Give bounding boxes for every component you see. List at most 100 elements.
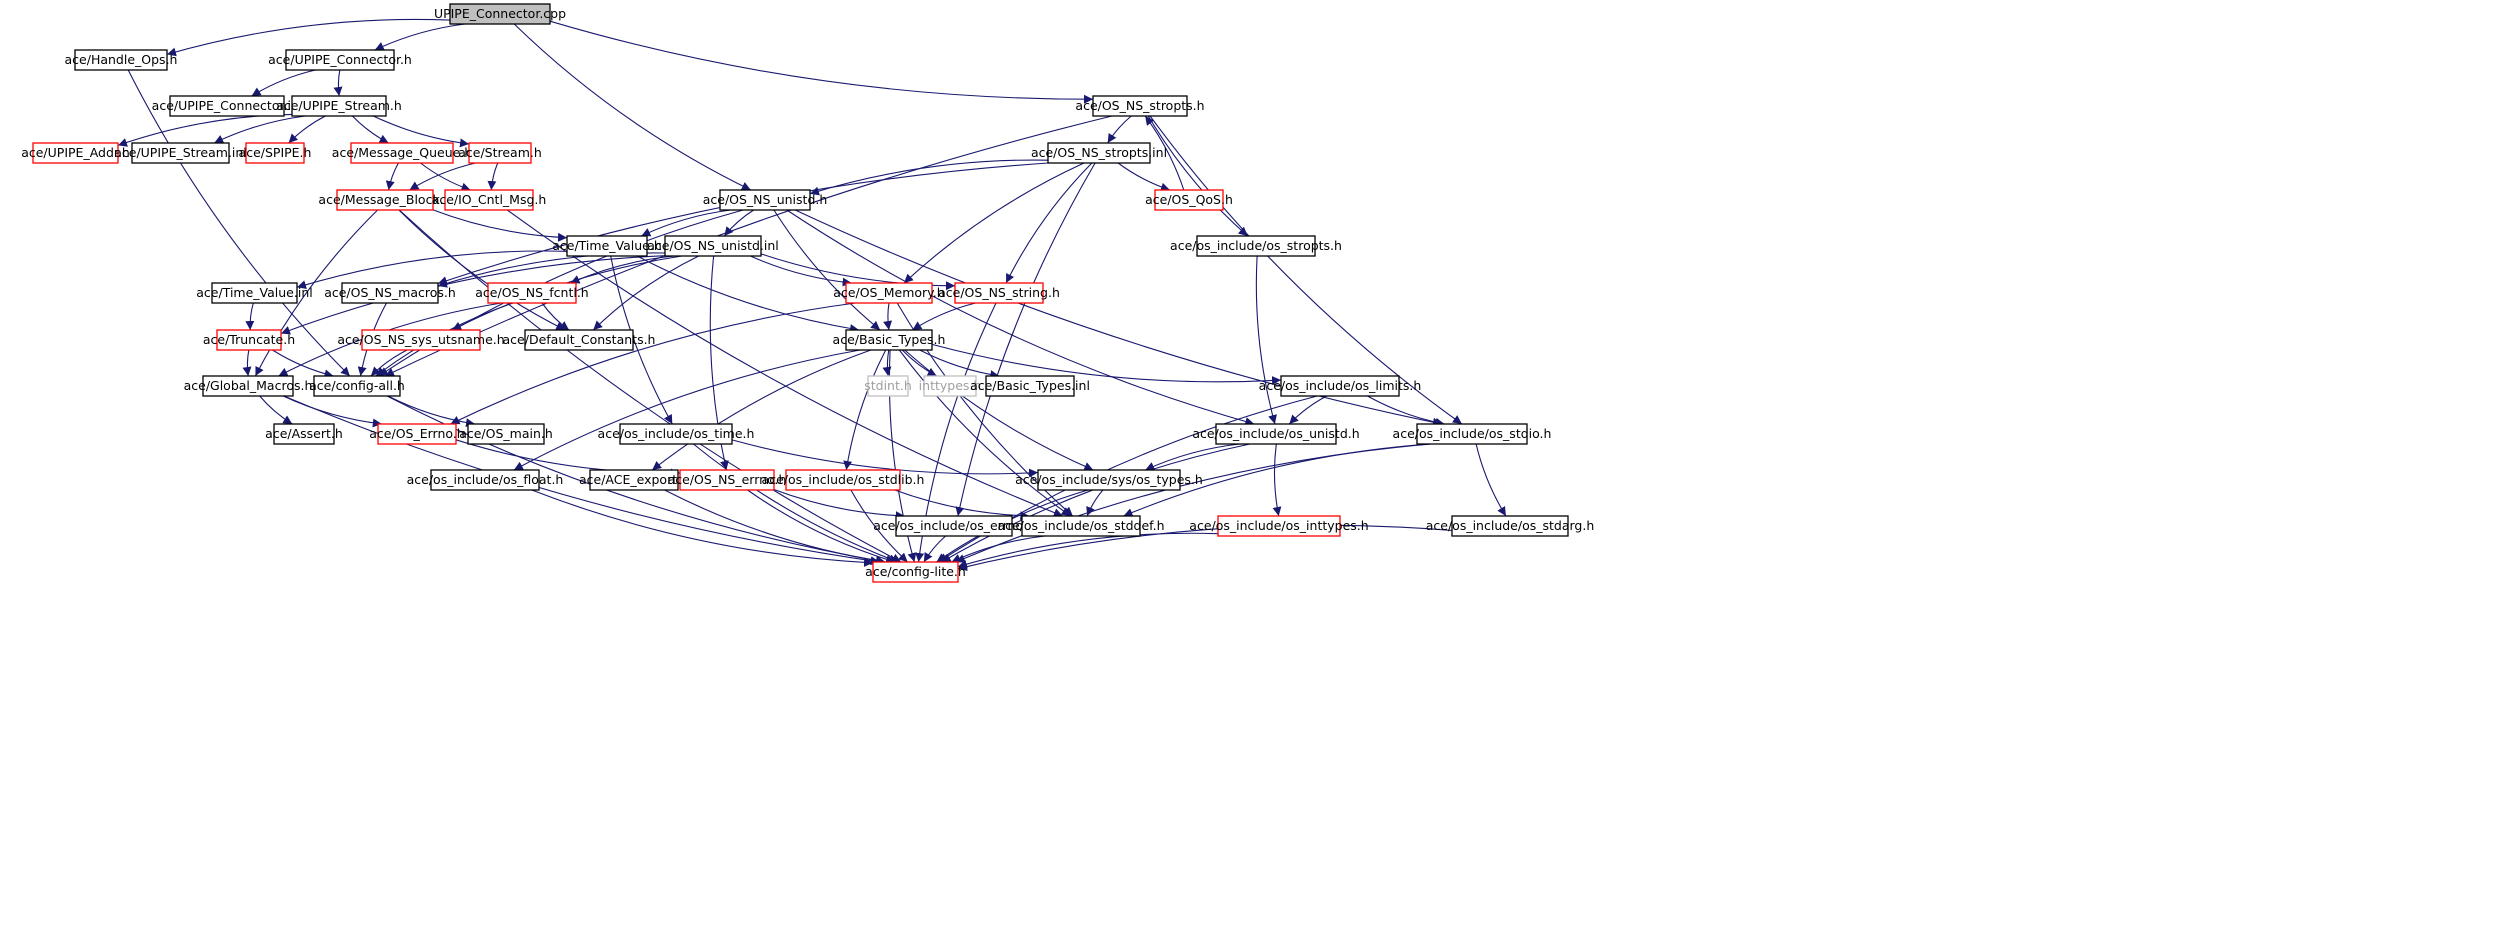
node-os-inc-errno[interactable]: ace/os_include/os_errno.h (873, 515, 1035, 537)
node-global-macros[interactable]: ace/Global_Macros.h (184, 375, 313, 397)
edge-os-inc-stdarg-to-config-lite (957, 524, 1453, 571)
node-box (845, 282, 933, 304)
node-os-inc-stropts[interactable]: ace/os_include/os_stropts.h (1170, 235, 1342, 257)
node-os-inc-stdio[interactable]: ace/os_include/os_stdio.h (1393, 423, 1552, 445)
node-os-inc-float[interactable]: ace/os_include/os_float.h (407, 469, 564, 491)
node-label: ace/os_include/os_limits.h (1259, 378, 1422, 393)
node-stream-h[interactable]: ace/Stream.h (458, 142, 542, 164)
node-label: ace/OS_NS_sys_utsname.h (337, 332, 504, 347)
node-upipe-addr[interactable]: ace/UPIPE_Addr.h (21, 142, 130, 164)
node-os-ns-fcntl[interactable]: ace/OS_NS_fcntl.h (475, 282, 589, 304)
node-ace-export[interactable]: ace/ACE_export.h (579, 469, 689, 491)
edge-os-ns-unistd-h-to-time-value-h (641, 209, 731, 237)
node-os-inc-unistd[interactable]: ace/os_include/os_unistd.h (1192, 423, 1360, 445)
edge-os-ns-sys-utsname-to-config-all (370, 349, 408, 377)
node-box (895, 515, 1013, 537)
node-label: ace/Default_Constants.h (503, 332, 656, 347)
node-os-inc-time[interactable]: ace/os_include/os_time.h (598, 423, 755, 445)
node-box (785, 469, 901, 491)
node-label: ace/OS_NS_unistd.h (703, 192, 828, 207)
node-upipe-stream-h[interactable]: ace/UPIPE_Stream.h (276, 95, 402, 117)
node-box (845, 329, 933, 351)
edge-os-inc-time-to-config-lite (693, 443, 899, 563)
node-os-ns-stropts-h[interactable]: ace/OS_NS_stropts.h (1075, 95, 1205, 117)
node-label: UPIPE_Connector.cpp (434, 6, 566, 21)
node-msg-block[interactable]: ace/Message_Block.h (318, 189, 452, 211)
node-upipe-conn-inl[interactable]: ace/UPIPE_Connector.inl (152, 95, 303, 117)
edge-os-inc-unistd-to-config-lite (941, 443, 1251, 563)
edge-os-ns-stropts-inl-to-os-memory (903, 162, 1085, 284)
node-label: ace/UPIPE_Connector.h (268, 52, 412, 67)
node-box (169, 95, 285, 117)
node-stdint[interactable]: stdint.h (864, 375, 912, 397)
node-box (467, 423, 545, 445)
node-os-ns-sys-utsname[interactable]: ace/OS_NS_sys_utsname.h (337, 329, 505, 351)
node-upipe-stream-inl[interactable]: ace/UPIPE_Stream.inl (114, 142, 247, 164)
node-os-ns-unistd-inl[interactable]: ace/OS_NS_unistd.inl (647, 235, 779, 257)
node-os-main[interactable]: ace/OS_main.h (459, 423, 553, 445)
node-upipe-conn-h[interactable]: ace/UPIPE_Connector.h (268, 49, 412, 71)
node-label: ace/os_include/os_stdio.h (1393, 426, 1552, 441)
node-os-ns-string[interactable]: ace/OS_NS_string.h (938, 282, 1060, 304)
node-label: ace/os_include/os_stropts.h (1170, 238, 1342, 253)
node-handle-ops[interactable]: ace/Handle_Ops.h (65, 49, 178, 71)
node-os-inc-stddef[interactable]: ace/os_include/os_stddef.h (997, 515, 1165, 537)
node-os-errno[interactable]: ace/OS_Errno.h (369, 423, 465, 445)
edge-os-ns-unistd-inl-to-os-memory (750, 255, 852, 287)
node-msg-queue[interactable]: ace/Message_Queue.h (332, 142, 472, 164)
node-inttypes[interactable]: inttypes.h (919, 375, 982, 397)
edge-msg-queue-to-io-cntl (420, 162, 471, 192)
node-assert-h[interactable]: ace/Assert.h (265, 423, 343, 445)
node-box (468, 142, 532, 164)
node-label: ace/OS_main.h (459, 426, 553, 441)
node-label: ace/IO_Cntl_Msg.h (432, 192, 547, 207)
node-os-ns-errno[interactable]: ace/OS_NS_errno.h (668, 469, 787, 491)
node-config-all[interactable]: ace/config-all.h (309, 375, 405, 397)
edge-root-to-os-ns-unistd-h (513, 23, 752, 191)
node-basic-types-inl[interactable]: ace/Basic_Types.inl (970, 375, 1090, 397)
node-box (32, 142, 119, 164)
edge-os-memory-to-os-errno (450, 302, 856, 425)
node-basic-types-h[interactable]: ace/Basic_Types.h (833, 329, 946, 351)
node-time-value-h[interactable]: ace/Time_Value.h (552, 235, 662, 257)
node-os-qos[interactable]: ace/OS_QoS.h (1145, 189, 1233, 211)
node-box (619, 423, 733, 445)
node-os-inc-stdlib[interactable]: ace/os_include/os_stdlib.h (762, 469, 925, 491)
node-io-cntl[interactable]: ace/IO_Cntl_Msg.h (432, 189, 547, 211)
node-os-ns-macros[interactable]: ace/OS_NS_macros.h (324, 282, 456, 304)
node-label: ace/Global_Macros.h (184, 378, 313, 393)
node-root[interactable]: UPIPE_Connector.cpp (434, 3, 566, 25)
edge-os-inc-stdlib-to-config-lite (850, 489, 908, 563)
node-label: ace/os_include/os_stdarg.h (1426, 518, 1595, 533)
edge-basic-types-h-to-os-inc-float (513, 349, 861, 471)
node-label: ace/OS_NS_fcntl.h (475, 285, 588, 300)
node-os-inc-stdarg[interactable]: ace/os_include/os_stdarg.h (1426, 515, 1595, 537)
edge-os-inc-unistd-to-os-inc-inttypes (1272, 443, 1282, 517)
node-os-inc-sys-types[interactable]: ace/os_include/sys/os_types.h (1015, 469, 1203, 491)
node-box (449, 3, 551, 25)
edge-os-inc-stdlib-to-os-inc-stddef (894, 489, 1030, 521)
node-box (74, 49, 168, 71)
node-os-inc-limits[interactable]: ace/os_include/os_limits.h (1259, 375, 1422, 397)
edge-msg-block-to-time-value-h (432, 209, 568, 242)
node-spipe[interactable]: ace/SPIPE.h (239, 142, 312, 164)
node-default-constants[interactable]: ace/Default_Constants.h (503, 329, 656, 351)
node-label: ace/Stream.h (458, 145, 542, 160)
edge-os-ns-unistd-h-to-os-ns-unistd-inl (723, 209, 754, 237)
node-label: ace/UPIPE_Stream.h (276, 98, 402, 113)
node-box (216, 329, 282, 351)
node-os-ns-unistd-h[interactable]: ace/OS_NS_unistd.h (703, 189, 828, 211)
node-os-memory[interactable]: ace/OS_Memory.h (833, 282, 945, 304)
node-label: ace/OS_Errno.h (369, 426, 464, 441)
edge-os-inc-limits-to-os-inc-unistd (1288, 395, 1327, 425)
node-config-lite[interactable]: ace/config-lite.h (865, 561, 966, 583)
node-truncate[interactable]: ace/Truncate.h (203, 329, 295, 351)
node-os-ns-stropts-inl[interactable]: ace/OS_NS_stropts.inl (1031, 142, 1167, 164)
node-box (1217, 515, 1341, 537)
edge-os-ns-stropts-inl-to-os-ns-string (1005, 162, 1093, 284)
node-os-inc-inttypes[interactable]: ace/os_include/os_inttypes.h (1189, 515, 1369, 537)
edge-os-inc-inttypes-to-config-lite (957, 532, 1219, 569)
node-time-value-inl[interactable]: ace/Time_Value.inl (196, 282, 313, 304)
edge-global-macros-to-config-lite (283, 395, 880, 566)
